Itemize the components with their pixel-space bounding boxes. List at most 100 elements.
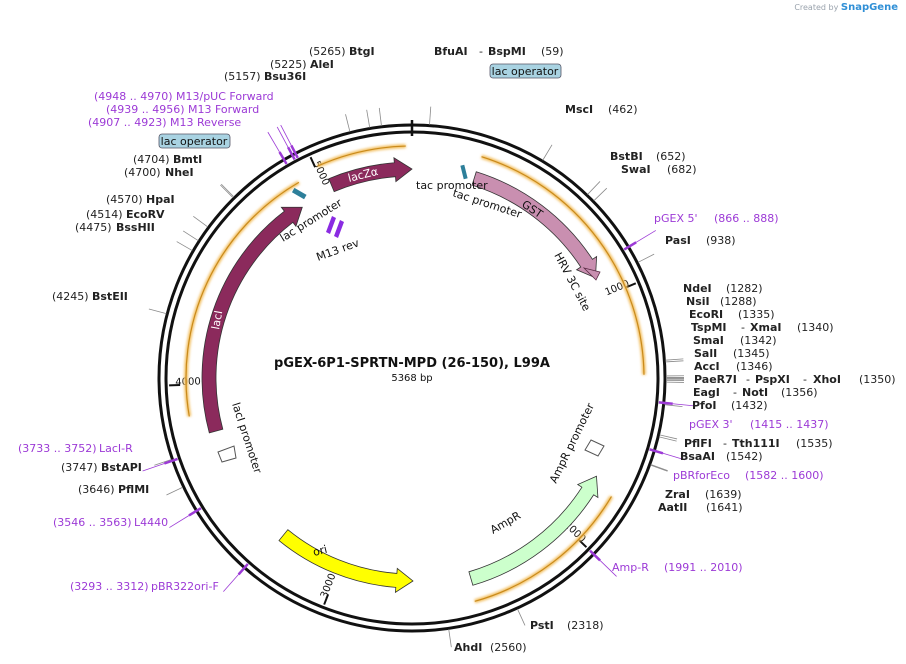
site-ndei-name: NdeI: [683, 282, 712, 295]
site-bstbi-pos: (652): [656, 150, 686, 163]
site-leader-bsshii: [176, 241, 193, 251]
site-bstbi-name: BstBI: [610, 150, 643, 163]
tick-label-3000: 3000: [319, 572, 338, 600]
site-paer7i-pos: (1350): [859, 373, 896, 386]
site-paer7i-name: PaeR7I: [694, 373, 737, 386]
site-bsu36i-pos: (5157): [224, 70, 261, 83]
site-dash: -: [741, 321, 745, 334]
site-alei-name: AleI: [310, 58, 334, 71]
primer-l4440-name: L4440: [134, 516, 168, 529]
feature-laci-arrow: [201, 206, 303, 434]
brand-prefix: Created by: [794, 3, 839, 12]
lac-operator-box-2: lac operator: [158, 133, 231, 149]
site-pasi-name: PasI: [665, 234, 691, 247]
site-nhei-pos: (4700): [124, 166, 161, 179]
primer-l4440-pos: (3546 .. 3563): [53, 516, 132, 529]
hrv-3c-marker: [582, 267, 601, 281]
track-laci: [185, 181, 300, 417]
primer-lacir-pos: (3733 .. 3752): [18, 442, 97, 455]
site-pflmi-pos: (3646): [78, 483, 115, 496]
site-bfuai-pos: (59): [541, 45, 564, 58]
primer-leader-l4440: [169, 515, 190, 528]
site-leader-bmti: [220, 183, 235, 198]
track-gst: [481, 156, 645, 375]
primer-ampr-name: Amp-R: [612, 561, 649, 574]
site-nsii-name: NsiI: [686, 295, 710, 308]
site-bsaai-name: BsaAI: [680, 450, 715, 463]
primer-m13fwd-name: M13 Forward: [188, 103, 259, 116]
site-zrai-pos: (1639): [705, 488, 742, 501]
primer-pgex3-name: pGEX 3': [689, 418, 733, 431]
site-ndei-pos: (1282): [726, 282, 763, 295]
site-btgi-name: BtgI: [349, 45, 375, 58]
site-leader-bsu36i: [345, 114, 351, 132]
site-eagi-name: EagI: [693, 386, 720, 399]
tac-promoter-marker-1: [460, 164, 468, 180]
site-ecorv-name: EcoRV: [126, 208, 165, 221]
plasmid-title: pGEX-6P1-SPRTN-MPD (26-150), L99A: [274, 356, 550, 371]
primer-m13rev-pos: (4907 .. 4923): [88, 116, 167, 129]
primer-leader-m13rev: [267, 131, 280, 153]
lac-operator-box-1: lac operator: [489, 63, 562, 79]
site-smai-pos: (1342): [740, 334, 777, 347]
site-leader-nhei: [220, 184, 234, 199]
m13-rev-marker-a: [326, 216, 336, 234]
site-aatii-name: AatII: [658, 501, 687, 514]
site-bsu36i-name: Bsu36I: [264, 70, 306, 83]
brand-name: SnapGene: [840, 2, 898, 13]
site-pfoi-pos: (1432): [731, 399, 768, 412]
site-bstapi-pos: (3747): [61, 461, 98, 474]
site-swai-name: SwaI: [621, 163, 651, 176]
laci-promoter-label: lacI promoter: [229, 401, 264, 475]
primer-mark-pbrforeco: [649, 448, 664, 455]
primer-mark-pbr322ori: [237, 563, 249, 576]
site-leader-hpai: [193, 215, 209, 228]
site-zrai-name: ZraI: [665, 488, 690, 501]
primer-leader-pgex5: [635, 230, 657, 243]
primer-mark-m13fwd: [286, 146, 296, 161]
site-sali-pos: (1345): [733, 347, 770, 360]
site-dash: -: [723, 437, 727, 450]
site-psti-pos: (2318): [567, 619, 604, 632]
primer-leader-pbr322ori: [223, 574, 239, 592]
site-bsshii-pos: (4475): [75, 221, 112, 234]
site-noti-name: NotI: [742, 386, 768, 399]
site-btgi-pos: (5265): [309, 45, 346, 58]
tick-mark-3000: [323, 593, 330, 605]
site-leader-nsii: [665, 360, 684, 363]
primer-m13puc-pos: (4948 .. 4970): [94, 90, 173, 103]
site-bmti-name: BmtI: [173, 153, 202, 166]
primer-pbr322ori-pos: (3293 .. 3312): [70, 580, 149, 593]
site-leader-bstbi: [587, 181, 601, 195]
ampr-promoter-marker: [584, 439, 605, 457]
site-msci-pos: (462): [608, 103, 638, 116]
primer-mark-pgex3: [658, 401, 673, 405]
site-leader-pasi: [637, 253, 655, 263]
site-pflfi-name: PflFI: [684, 437, 712, 450]
site-pflmi-name: PflMI: [118, 483, 149, 496]
site-xmai-name: XmaI: [750, 321, 781, 334]
site-leader-pflmi: [166, 486, 183, 496]
site-tspmi-name: TspMI: [691, 321, 727, 334]
primer-mark-ampr: [589, 549, 601, 562]
site-eagi-pos: (1356): [781, 386, 818, 399]
site-leader-aatii: [650, 464, 668, 472]
primer-pbrforeco-name: pBRforEco: [673, 469, 730, 482]
tac-promoter-label-1: tac promoter: [416, 179, 488, 192]
primer-mark-m13puc: [290, 144, 299, 159]
laci-promoter-marker: [217, 445, 237, 463]
site-leader-swai: [593, 187, 608, 202]
site-leader-msci: [542, 144, 553, 161]
site-xhoi-name: XhoI: [813, 373, 841, 386]
site-pasi-pos: (938): [706, 234, 736, 247]
primer-mark-m13rev: [278, 151, 288, 165]
feature-amprgene-arrow: [468, 475, 599, 586]
site-tspmi-pos: (1340): [797, 321, 834, 334]
site-psti-name: PstI: [530, 619, 554, 632]
tac-promoter-marker-2: [291, 187, 307, 200]
site-aatii-pos: (1641): [706, 501, 743, 514]
primer-mark-pgex5: [623, 241, 637, 251]
site-dash: -: [733, 386, 737, 399]
primer-leader-pgex3: [672, 403, 696, 407]
site-pspxi-name: PspXI: [755, 373, 790, 386]
